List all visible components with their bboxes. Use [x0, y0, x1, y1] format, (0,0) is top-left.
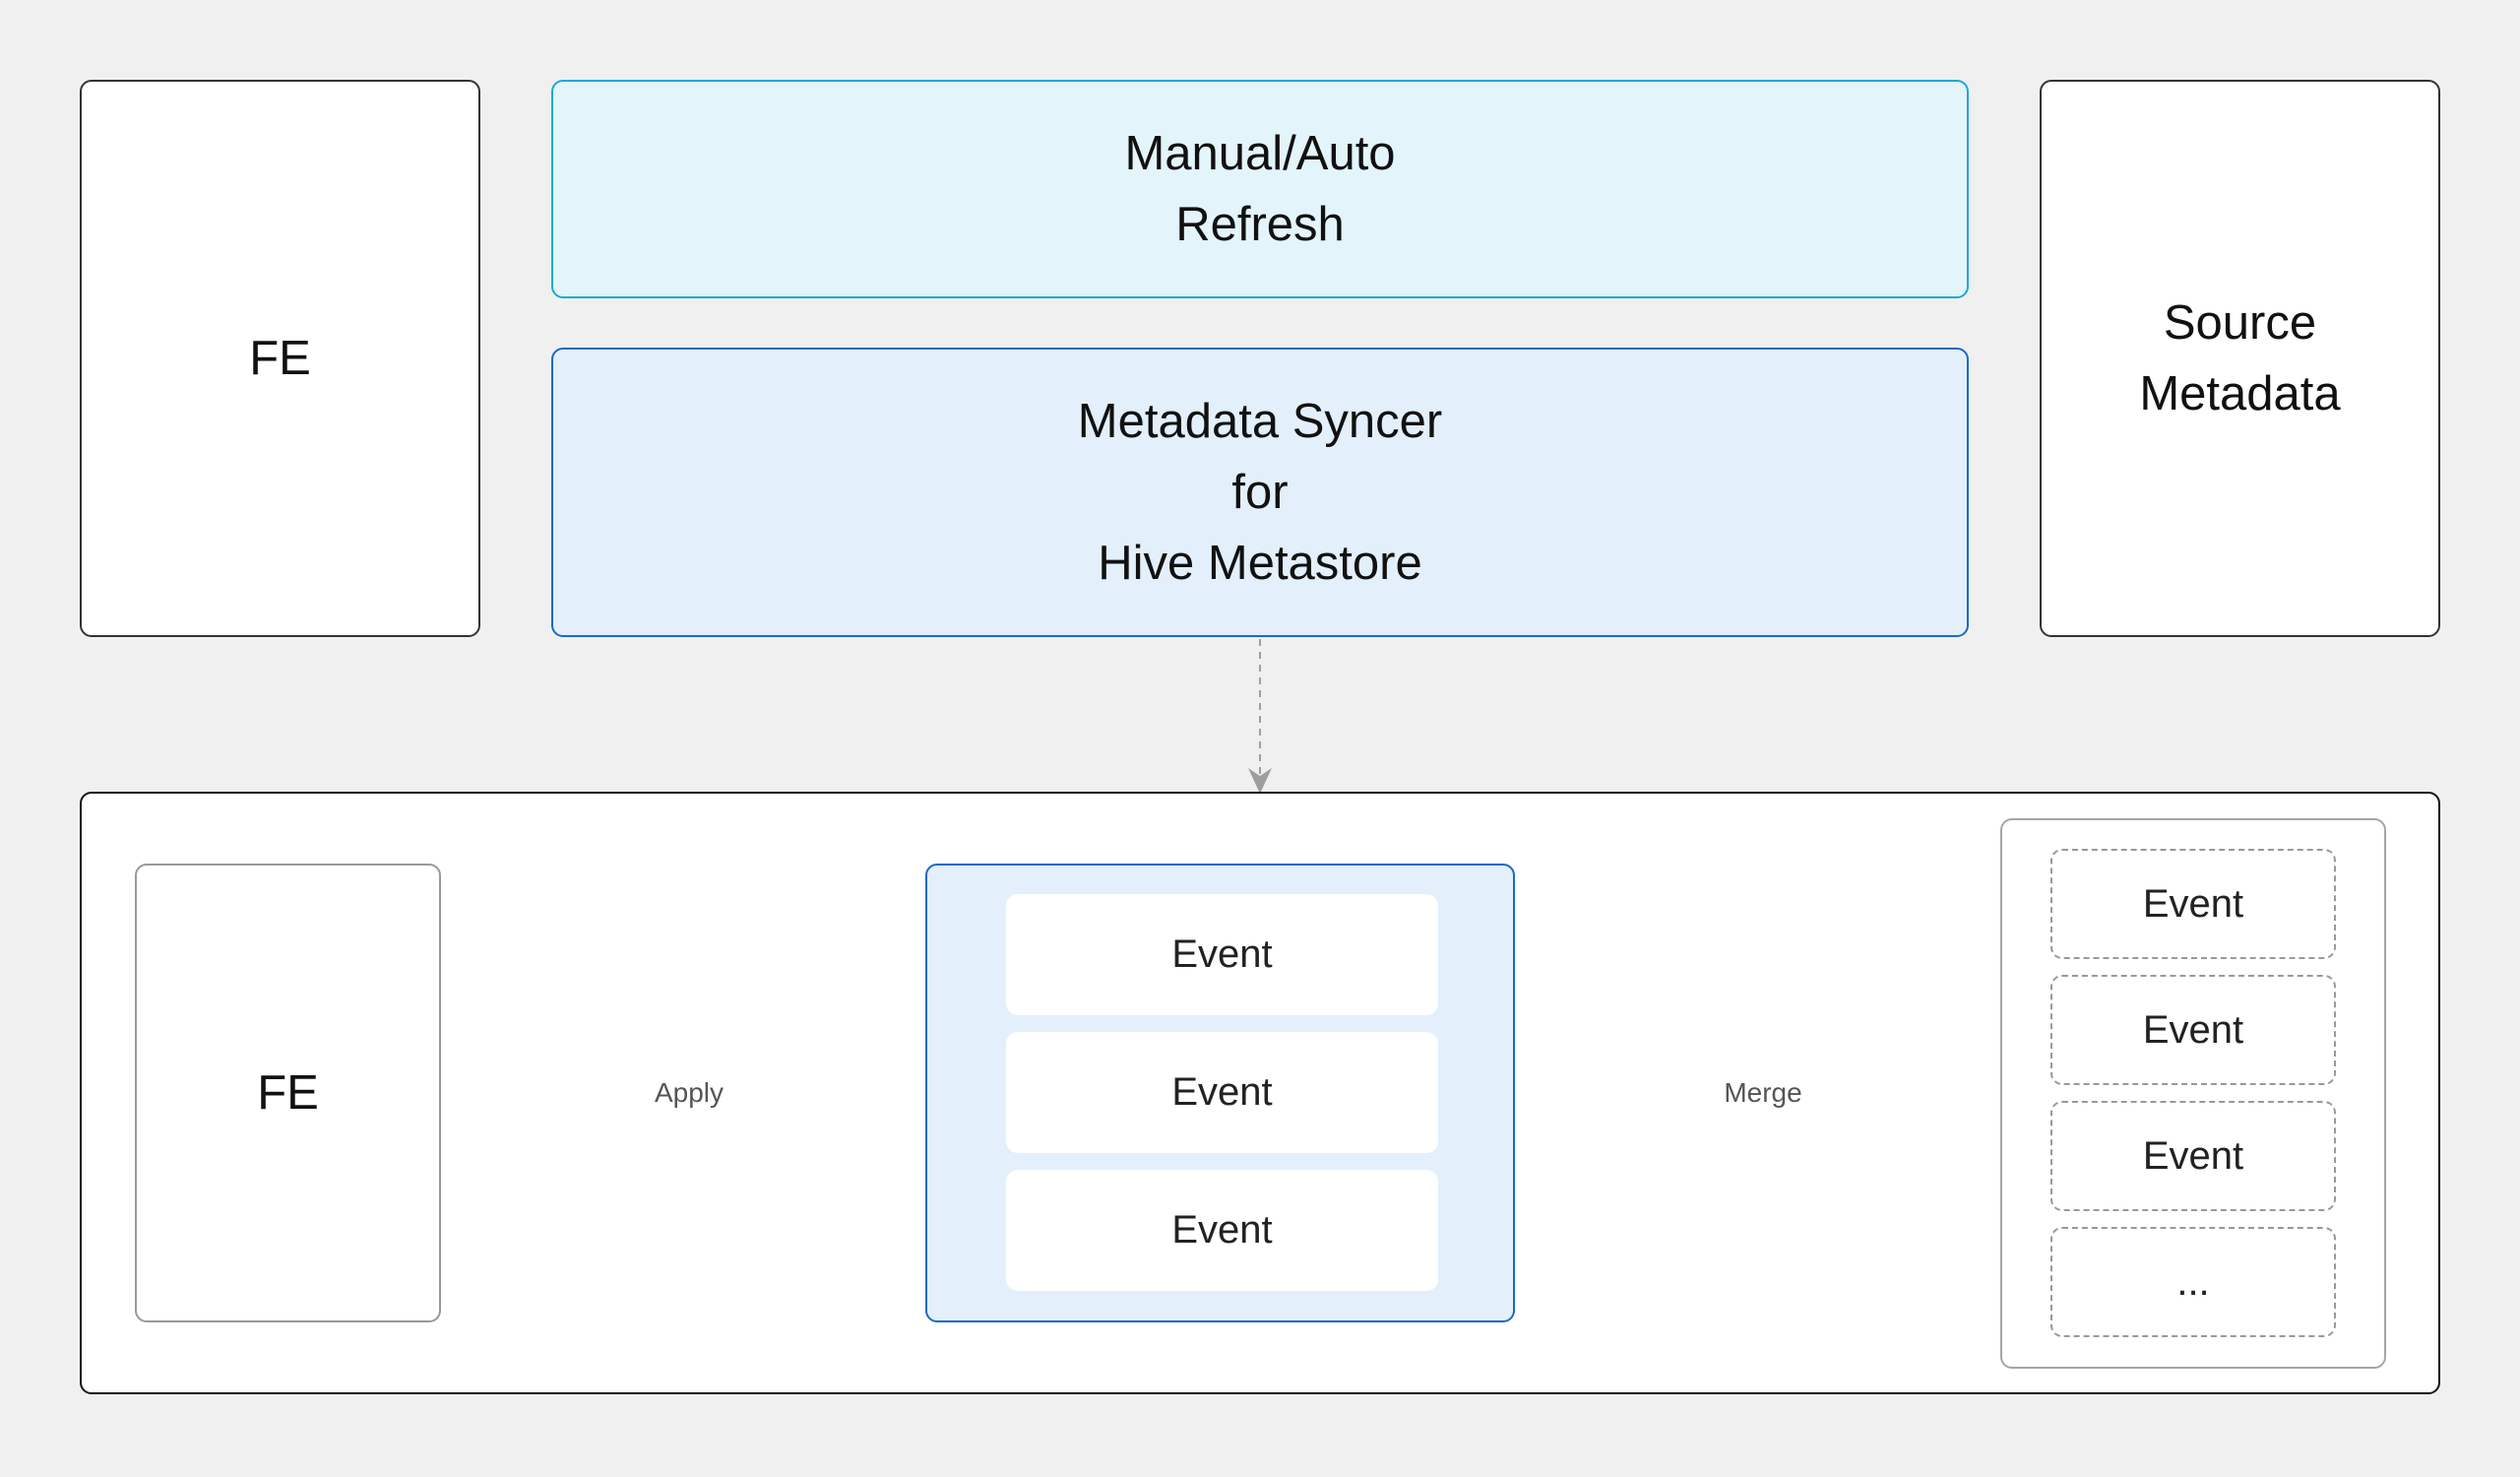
- syncer-label-line: Metadata Syncer: [1077, 395, 1443, 448]
- syncer-label-line: for: [1231, 466, 1289, 519]
- metadata-syncer-node: Metadata Syncer for Hive Metastore: [551, 348, 1969, 637]
- syncer-label-line: Hive Metastore: [1098, 537, 1422, 590]
- source-event-more: ...: [2050, 1227, 2336, 1337]
- queue-event: Event: [1006, 1170, 1438, 1291]
- merge-edge-label: Merge: [1720, 1076, 1806, 1110]
- apply-edge-label: Apply: [650, 1076, 728, 1110]
- source-event: Event: [2050, 1101, 2336, 1211]
- fe-node-bottom: FE: [135, 864, 441, 1322]
- source-event-list: Event Event Event ...: [2000, 818, 2386, 1369]
- fe-node-bottom-label: FE: [257, 1066, 319, 1120]
- refresh-label-line: Manual/Auto: [1124, 127, 1396, 180]
- manual-auto-refresh-node: Manual/Auto Refresh: [551, 80, 1969, 298]
- queue-event: Event: [1006, 894, 1438, 1015]
- event-queue: Event Event Event: [925, 864, 1515, 1322]
- syncer-to-panel-arrowhead: [1248, 768, 1272, 794]
- fe-node-top-label: FE: [249, 332, 311, 385]
- refresh-label-line: Refresh: [1175, 198, 1345, 251]
- queue-event: Event: [1006, 1032, 1438, 1153]
- source-event: Event: [2050, 849, 2336, 959]
- source-event: Event: [2050, 975, 2336, 1085]
- fe-node-top: FE: [80, 80, 480, 637]
- source-metadata-node: Source Metadata: [2040, 80, 2440, 637]
- source-label-line: Source: [2163, 296, 2317, 350]
- source-label-line: Metadata: [2139, 367, 2341, 420]
